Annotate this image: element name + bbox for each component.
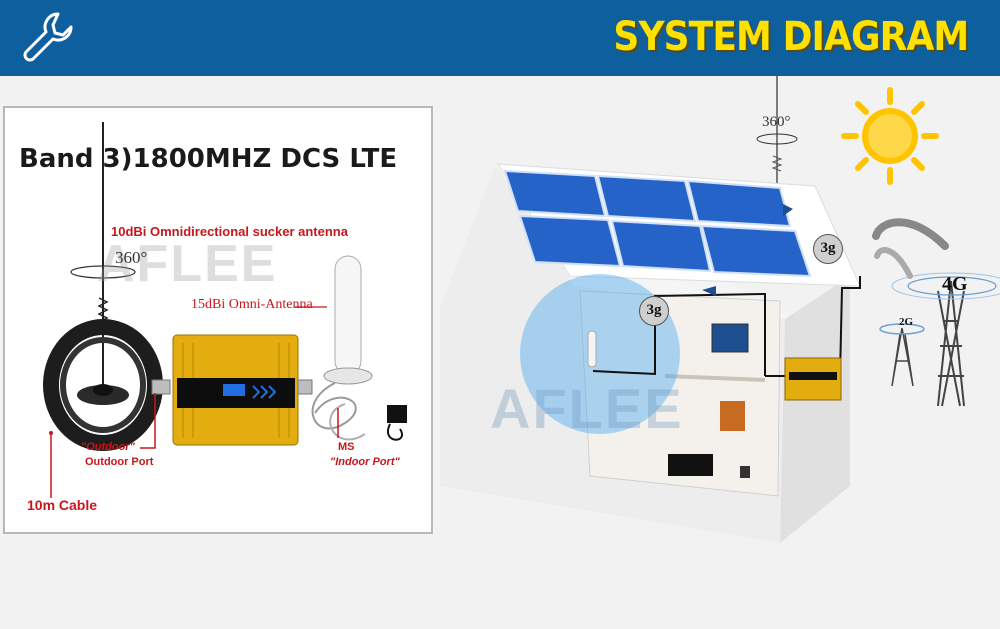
page-title: SYSTEM DIAGRAM bbox=[613, 14, 969, 60]
outdoor-antenna-label: 10dBi Omnidirectional sucker antenna bbox=[111, 224, 348, 239]
cable-label: 10m Cable bbox=[27, 497, 98, 513]
signal-3g-roof: 3g bbox=[813, 234, 843, 264]
wrench-icon bbox=[23, 12, 73, 62]
header-bar: SYSTEM DIAGRAM bbox=[0, 0, 1000, 76]
solar-panels bbox=[503, 169, 812, 278]
power-adapter bbox=[387, 405, 407, 441]
product-panel: AFLEE Band 3)1800MHZ DCS LTE 10dBi Omnid… bbox=[3, 106, 433, 534]
watermark: AFLEE bbox=[97, 235, 278, 293]
indoor-omni-antenna bbox=[311, 255, 373, 441]
outdoor-port-label: Outdoor Port bbox=[85, 456, 154, 468]
indoor-antenna-label: 15dBi Omni-Antenna bbox=[191, 297, 313, 312]
booster-device bbox=[172, 334, 299, 446]
scene-watermark: AFLEE bbox=[490, 377, 684, 440]
house-illustration bbox=[440, 76, 1000, 543]
tower-2g-label: 2G bbox=[899, 316, 914, 328]
product-illustration bbox=[43, 122, 407, 498]
indoor-port-label: "Indoor Port" bbox=[330, 456, 400, 468]
house-scene: AFLEE 360° 3g 3g 4G 2G bbox=[440, 76, 1000, 629]
tower-2g bbox=[879, 323, 925, 387]
scene-rotation-label: 360° bbox=[762, 114, 791, 130]
signal-3g-indoor: 3g bbox=[639, 296, 669, 326]
sun-icon bbox=[841, 87, 939, 185]
outdoor-port-quote: "Outdoor" bbox=[81, 441, 135, 453]
rotation-label: 360° bbox=[115, 248, 148, 267]
band-title: Band 3)1800MHZ DCS LTE bbox=[19, 144, 398, 174]
tower-4g-label: 4G bbox=[942, 273, 968, 295]
ms-label: MS bbox=[338, 441, 355, 453]
tower-4g bbox=[891, 272, 1000, 407]
